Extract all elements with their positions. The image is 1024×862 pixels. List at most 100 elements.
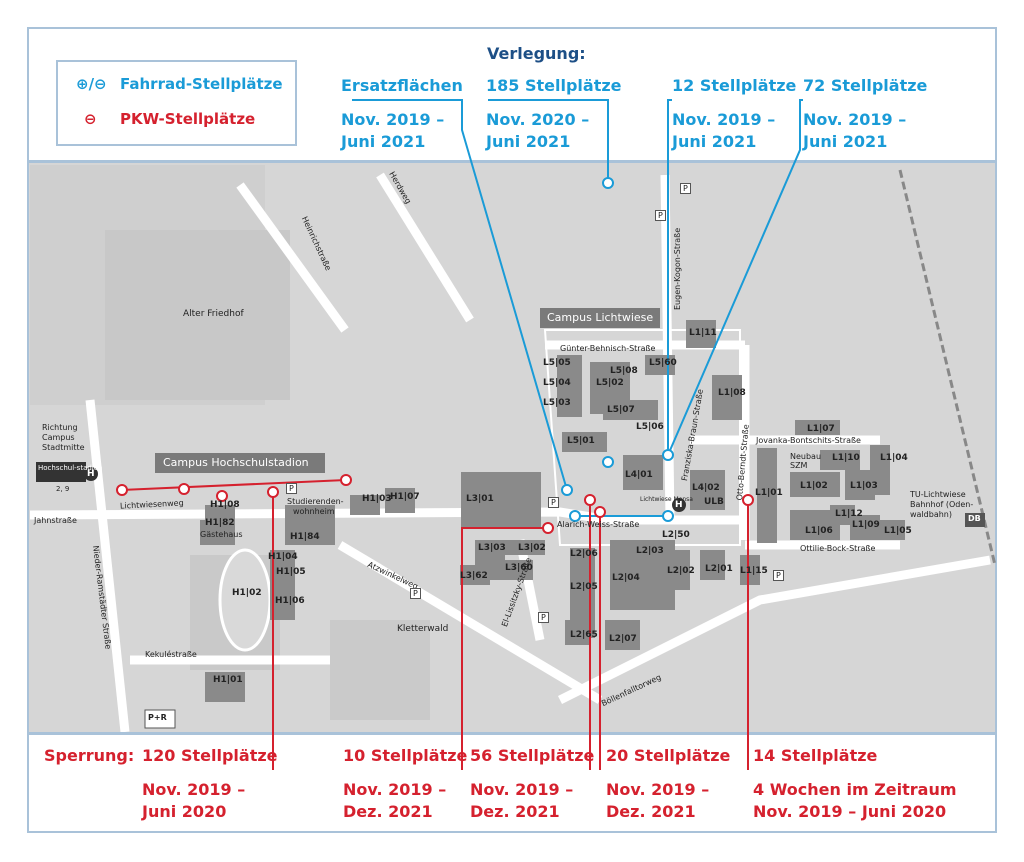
closure-title-14: 14 Stellplätze (753, 746, 878, 765)
building-label: L1|05 (884, 526, 912, 536)
building-label: H1|08 (210, 500, 240, 510)
bike-marker-6 (569, 510, 581, 522)
parking-sign-2: P (655, 210, 666, 221)
building-l1-08 (712, 375, 742, 420)
building-label: L1|01 (755, 488, 783, 498)
gaestehaus-label: Gästehaus (200, 530, 243, 539)
building-label: L1|10 (832, 453, 860, 463)
bike-marker-1 (602, 177, 614, 189)
building-l4-01 (623, 455, 663, 490)
closure-period2-56: Dez. 2021 (470, 802, 560, 821)
building-l1-03 (845, 470, 875, 500)
building-label: L2|50 (662, 530, 690, 540)
wohnheim-label-1: Studierenden- (287, 497, 344, 506)
relocation-period1-185: Nov. 2020 – (486, 110, 590, 129)
building-label: H1|07 (390, 492, 420, 502)
building-h1-82 (200, 520, 235, 545)
building-l3-60 (503, 560, 533, 580)
building-l1-07 (795, 420, 840, 435)
campus-lichtwiese-area (543, 329, 741, 546)
street-kekule: Kekuléstraße (145, 650, 197, 659)
richtung-label: Richtung (42, 423, 78, 432)
leader-12 (667, 99, 672, 455)
hochschulstadion-stop-box (36, 462, 86, 482)
road-atzwinkelweg (337, 541, 603, 704)
bus-stop-mensa (672, 498, 686, 512)
db-label: DB (968, 514, 981, 523)
car-marker-4 (267, 486, 279, 498)
building-l2-02 (660, 550, 690, 590)
parking-sign-6: P (410, 588, 421, 599)
car-marker-1 (116, 484, 128, 496)
building-label: L5|07 (607, 405, 635, 415)
closure-period1-56: Nov. 2019 – (470, 780, 574, 799)
car-marker-5 (340, 474, 352, 486)
road-herdweg (376, 172, 474, 323)
car-markers (116, 474, 754, 534)
bike-legend-icon: ⊕/⊖ (76, 75, 107, 93)
building-label: L1|08 (718, 388, 746, 398)
campus-lichtwiese-label-bg (540, 308, 660, 328)
building-l1-05 (880, 520, 905, 540)
building-label: L1|09 (852, 520, 880, 530)
leader-10 (461, 527, 548, 770)
building-label: L2|01 (705, 564, 733, 574)
relocation-leader-lines (352, 99, 803, 517)
road-heinrich (236, 182, 349, 333)
building-l5-west (557, 355, 582, 417)
building-label: L4|02 (692, 483, 720, 493)
building-label: H1|02 (232, 588, 262, 598)
bahnhof-label-3: waldbahn) (910, 510, 952, 519)
building-l3-01 (461, 472, 541, 527)
bus-stop-h-1: H (87, 469, 95, 479)
closure-period1-14: 4 Wochen im Zeitraum (753, 780, 957, 799)
relocation-period2-12: Juni 2021 (672, 132, 757, 151)
street-guenter: Günter-Behnisch-Straße (560, 344, 656, 353)
relocation-period2-72: Juni 2021 (803, 132, 888, 151)
building-label: L5|08 (610, 366, 638, 376)
building-label: L1|03 (850, 481, 878, 491)
alter-friedhof-label: Alter Friedhof (183, 309, 244, 319)
closure-period1-10: Nov. 2019 – (343, 780, 447, 799)
bike-legend-label: Fahrrad-Stellplätze (120, 75, 283, 93)
running-track (218, 548, 272, 652)
building-label: L1|12 (835, 509, 863, 519)
parking-sign-1: P (680, 183, 691, 194)
building-label: L5|03 (543, 398, 571, 408)
roads (29, 172, 991, 733)
car-marker-3 (216, 490, 228, 502)
ulb-label: ULB (704, 497, 724, 507)
building-label: L2|02 (667, 566, 695, 576)
building-label: L1|15 (740, 566, 768, 576)
closure-period2-14: Nov. 2019 – Juni 2020 (753, 802, 947, 821)
building-l3-02 (505, 540, 545, 555)
campus-lichtwiese-label: Campus Lichtwiese (547, 311, 654, 324)
building-l2-01 (700, 550, 725, 580)
building-label: L1|02 (800, 481, 828, 491)
building-label: H1|03 (362, 494, 392, 504)
building-l4-02 (690, 470, 725, 510)
building-label: L2|04 (612, 573, 640, 583)
building-label: L2|03 (636, 546, 664, 556)
closure-period2-20: Dez. 2021 (606, 802, 696, 821)
street-jovanka: Jovanka-Bontschits-Straße (756, 436, 861, 445)
closure-period2-120: Juni 2020 (142, 802, 227, 821)
building-label: L4|01 (625, 470, 653, 480)
relocation-title-185: 185 Stellplätze (486, 76, 622, 95)
closure-period1-20: Nov. 2019 – (606, 780, 710, 799)
building-label: L1|11 (689, 328, 717, 338)
building-l5-01 (562, 432, 607, 452)
mensa-label: Lichtwiese Mensa (640, 496, 693, 503)
building-label: H1|01 (213, 675, 243, 685)
street-ottilie: Ottilie-Bock-Straße (800, 544, 876, 553)
relocation-title-72: 72 Stellplätze (803, 76, 928, 95)
car-marker-7 (584, 494, 596, 506)
railway (898, 169, 997, 566)
relocation-title-ersatz: Ersatzflächen (341, 76, 463, 95)
road-boellenfalltorweg (557, 555, 991, 705)
road-nieder-ramstaedter (85, 399, 130, 733)
building-l1-12 (830, 505, 855, 525)
car-marker-2 (178, 483, 190, 495)
building-l5-07 (603, 400, 658, 420)
